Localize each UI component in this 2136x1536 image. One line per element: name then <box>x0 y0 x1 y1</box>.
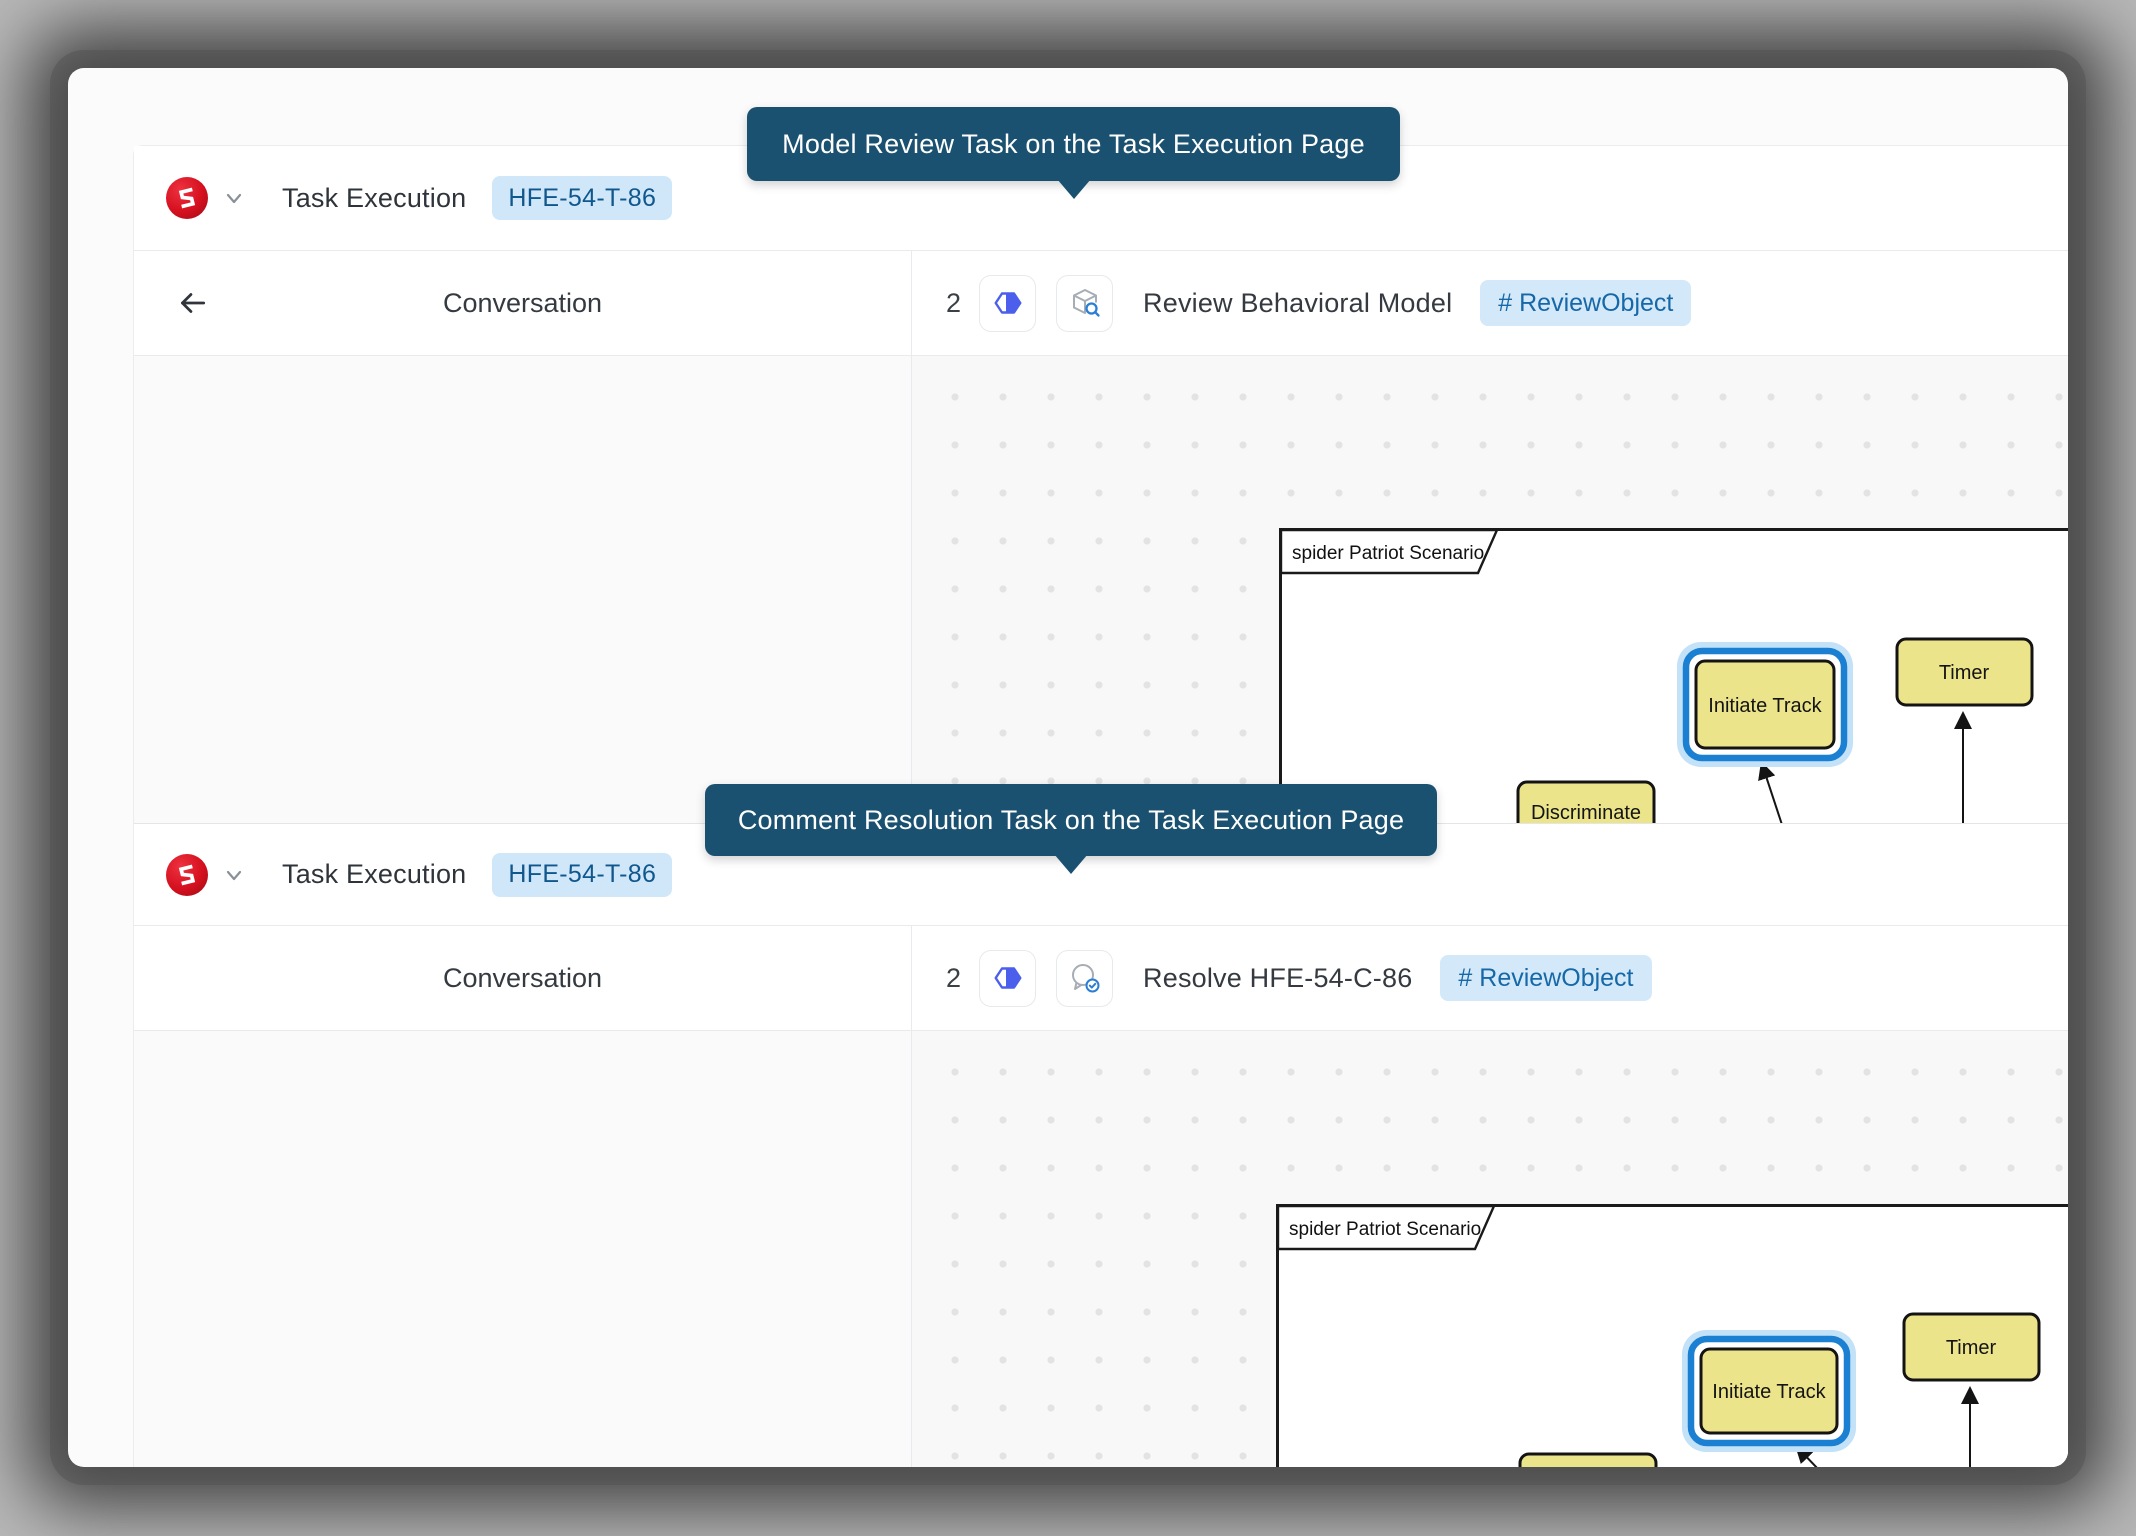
frame-label-tab: spider Patriot Scenario <box>1276 1204 1496 1251</box>
conversation-panel-1[interactable] <box>134 356 912 823</box>
body-row-1: spider Patriot Scenario Discriminate Tim… <box>134 356 2068 823</box>
review-object-tag: # ReviewObject <box>1480 280 1692 326</box>
panel-header-row-2: Conversation 2 <box>134 926 2068 1031</box>
task-title: Resolve HFE-54-C-86 <box>1143 962 1413 993</box>
chevron-down-icon <box>226 193 242 204</box>
frame-label-tab: spider Patriot Scenario <box>1279 528 1499 575</box>
page-title: Task Execution <box>282 182 467 213</box>
s-logo-icon <box>178 187 196 209</box>
review-object-toggle-button[interactable] <box>979 949 1037 1007</box>
task-title: Review Behavioral Model <box>1143 287 1453 318</box>
model-canvas-2[interactable]: spider Patriot Scenario Timer <box>912 1031 2068 1467</box>
conversation-panel-2[interactable] <box>134 1031 912 1467</box>
comment-resolve-icon <box>1071 964 1100 993</box>
conversation-header-2: Conversation <box>134 926 912 1030</box>
workspace-switcher-2[interactable] <box>166 853 246 896</box>
svg-text:Initiate Track: Initiate Track <box>1708 695 1822 717</box>
node-discriminate[interactable]: Discriminate <box>1516 780 1656 823</box>
comment-count: 2 <box>946 287 962 318</box>
body-row-2: spider Patriot Scenario Timer <box>134 1031 2068 1467</box>
annotation-tooltip-comment-resolution: Comment Resolution Task on the Task Exec… <box>705 784 1437 856</box>
panel-header-row-1: Conversation 2 <box>134 251 2068 356</box>
comment-resolve-button[interactable] <box>1056 949 1114 1007</box>
conversation-title: Conversation <box>442 962 603 993</box>
page-background-card: Task Execution HFE-54-T-86 Conversation … <box>68 68 2068 1467</box>
node-initiate-track-selected[interactable]: Initiate Track <box>1682 1330 1856 1452</box>
workspace-switcher-1[interactable] <box>166 177 246 219</box>
chevron-down-icon <box>226 870 242 880</box>
task-id-badge: HFE-54-T-86 <box>492 852 673 897</box>
conversation-title: Conversation <box>442 287 603 318</box>
hexagon-half-icon <box>994 967 1022 989</box>
svg-text:spider Patriot Scenario: spider Patriot Scenario <box>1289 1219 1481 1240</box>
behavior-diagram-2: spider Patriot Scenario Timer <box>1276 1204 2068 1467</box>
review-object-toggle-button[interactable] <box>979 274 1037 332</box>
behavior-diagram-1: spider Patriot Scenario Discriminate Tim… <box>1279 528 2068 823</box>
node-timer[interactable]: Timer <box>1895 637 2034 707</box>
comment-count: 2 <box>946 962 962 993</box>
svg-text:spider Patriot Scenario: spider Patriot Scenario <box>1292 543 1484 564</box>
model-canvas-1[interactable]: spider Patriot Scenario Discriminate Tim… <box>912 356 2068 823</box>
back-button[interactable] <box>170 281 214 325</box>
svg-text:Timer: Timer <box>1939 662 1990 684</box>
annotation-tooltip-model-review: Model Review Task on the Task Execution … <box>747 107 1400 181</box>
svg-text:Discriminate: Discriminate <box>1531 802 1641 823</box>
hexagon-half-icon <box>994 292 1022 314</box>
page-title: Task Execution <box>282 859 467 889</box>
model-review-button[interactable] <box>1056 274 1114 332</box>
task-execution-app: Task Execution HFE-54-T-86 Conversation … <box>133 145 2068 1467</box>
node-timer[interactable]: Timer <box>1902 1312 2041 1382</box>
s-logo-icon <box>178 864 196 885</box>
review-object-tag: # ReviewObject <box>1440 955 1652 1001</box>
svg-text:Initiate Track: Initiate Track <box>1712 1381 1826 1403</box>
back-arrow-icon <box>181 293 206 313</box>
conversation-header-1: Conversation <box>134 251 912 355</box>
task-header-2: 2 Re <box>912 926 2068 1030</box>
task-id-badge: HFE-54-T-86 <box>492 176 673 220</box>
app-logo <box>166 177 208 219</box>
model-search-icon <box>1072 289 1100 317</box>
app-logo <box>166 853 208 896</box>
node-partial[interactable] <box>1518 1452 1658 1467</box>
node-initiate-track-selected[interactable]: Initiate Track <box>1677 642 1853 767</box>
svg-text:Timer: Timer <box>1946 1337 1997 1359</box>
task-header-1: 2 <box>912 251 2068 355</box>
